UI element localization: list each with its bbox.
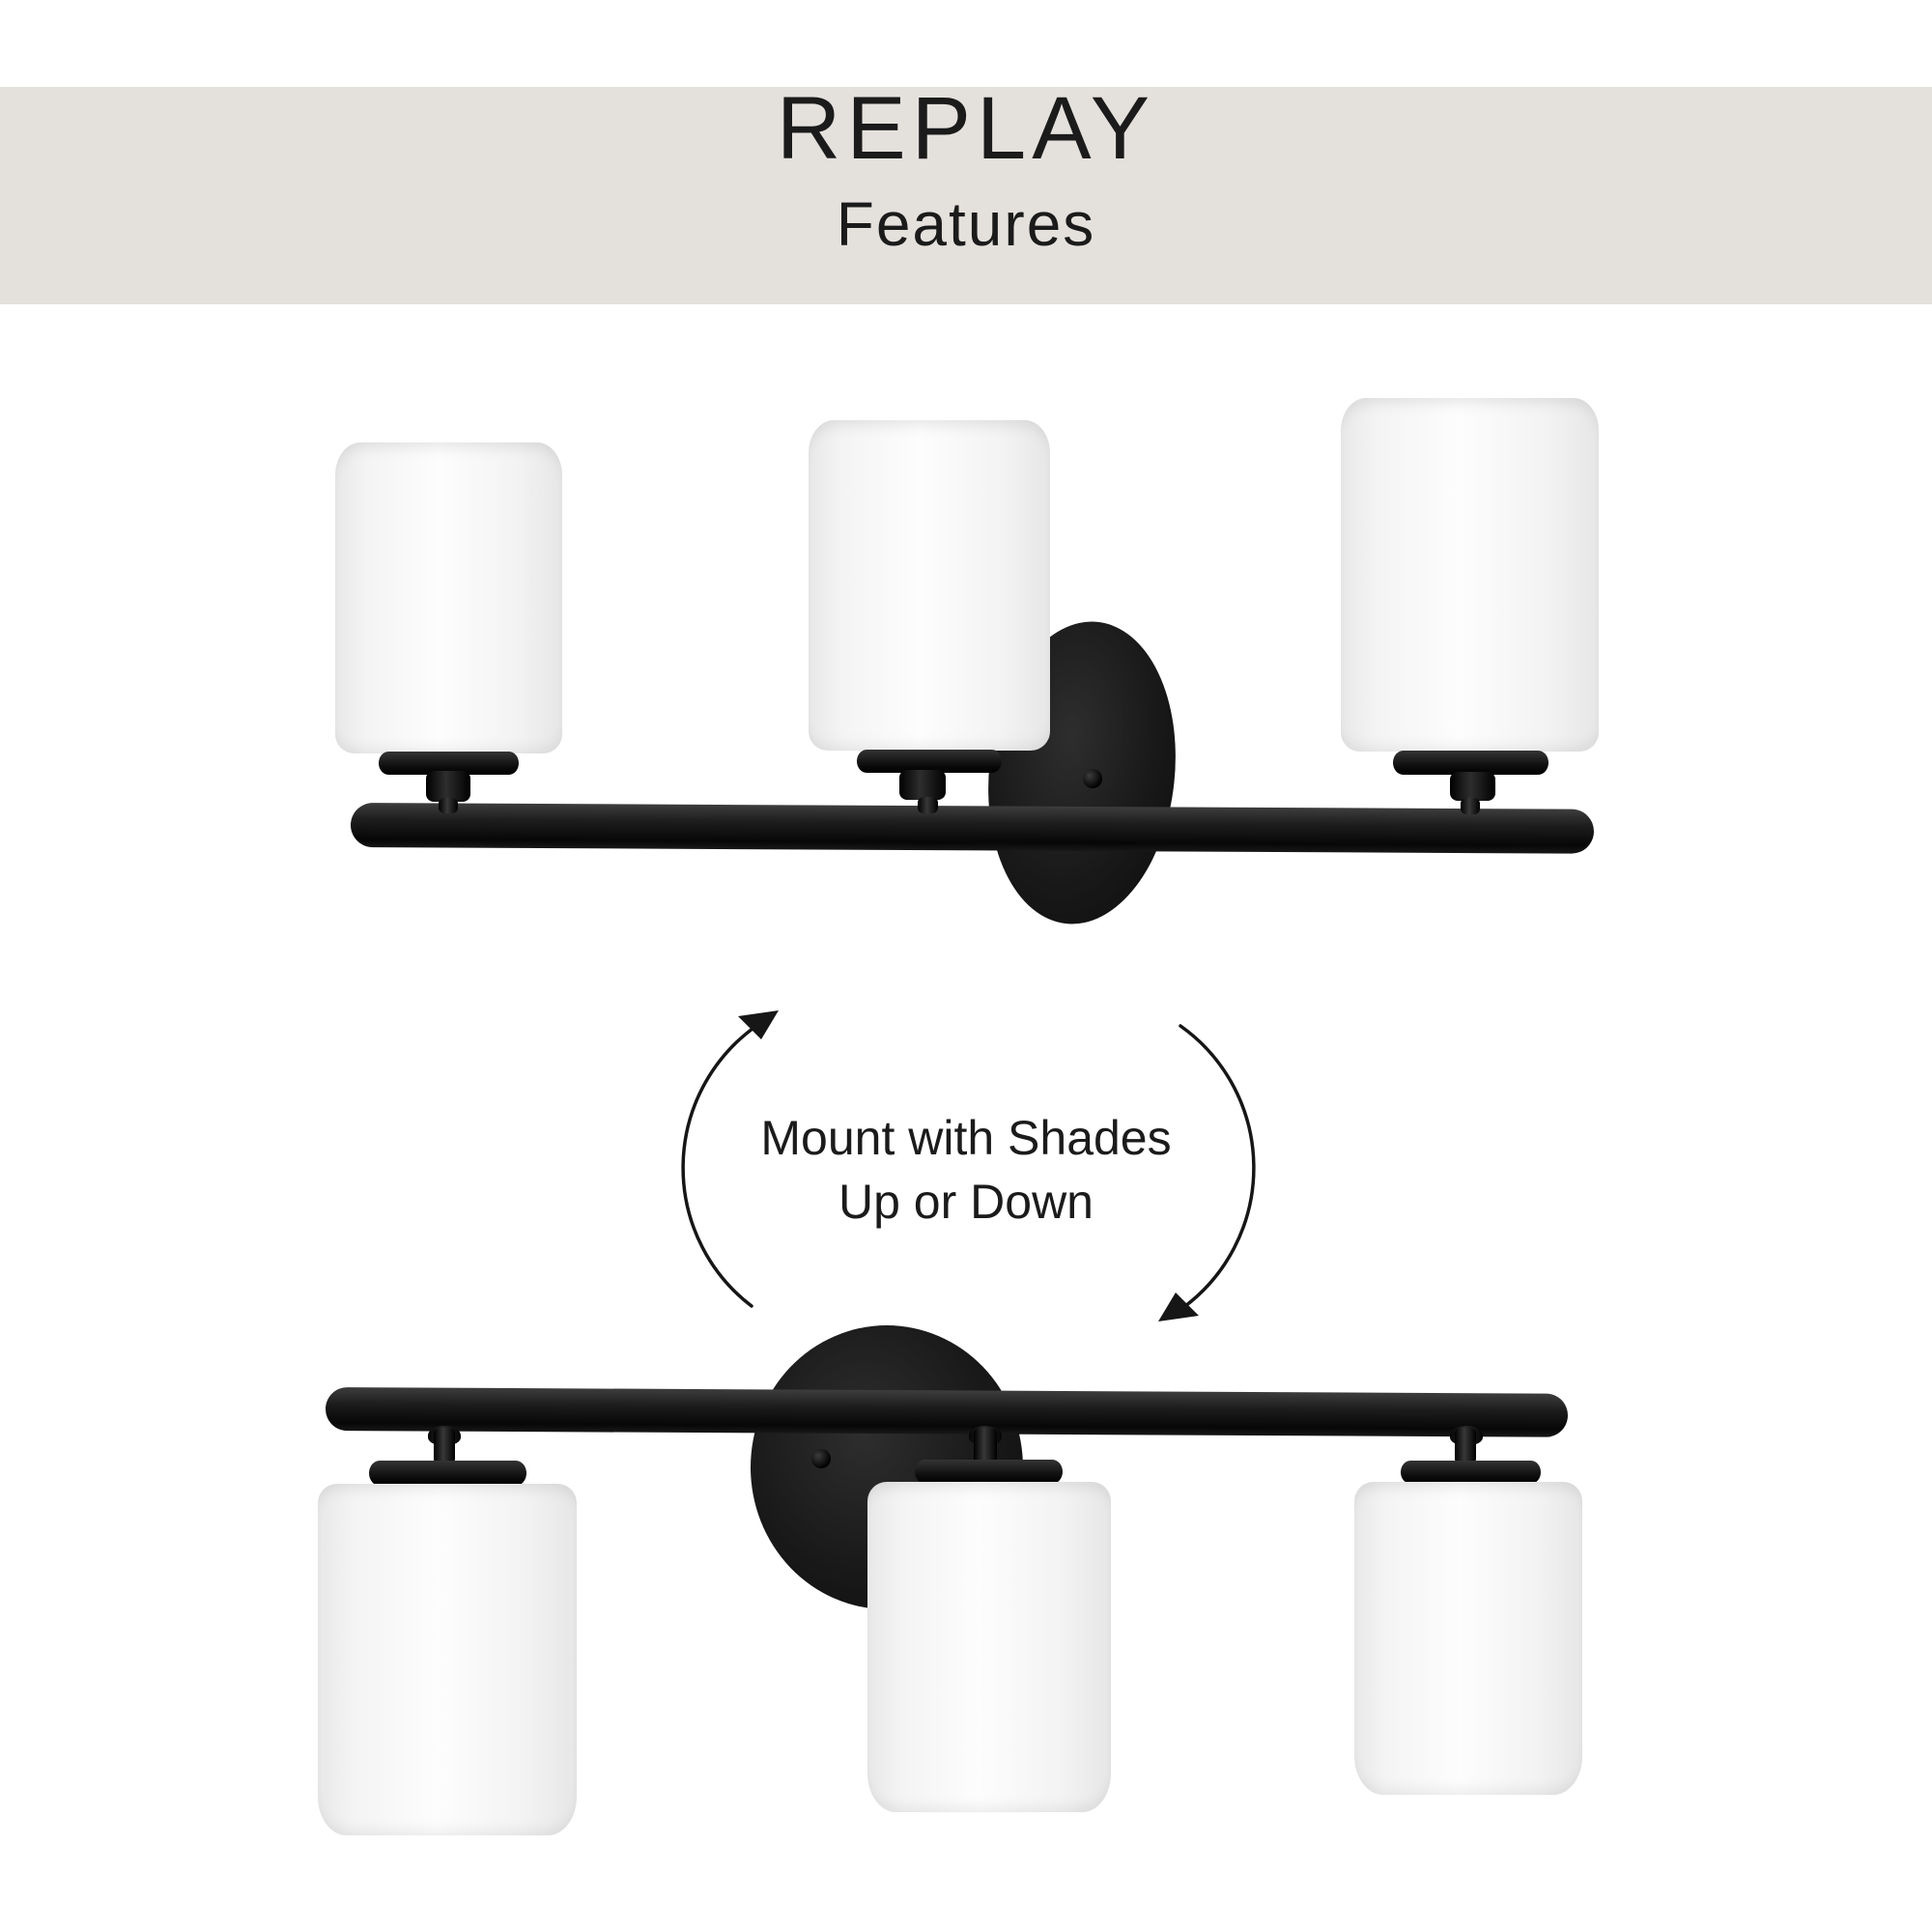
lamp-socket	[1393, 751, 1548, 775]
socket-neck	[1450, 772, 1495, 801]
lamp-socket	[1401, 1461, 1541, 1484]
lamp-stem	[918, 797, 938, 813]
lamp-socket	[915, 1460, 1063, 1484]
rotation-arc-right-icon	[1179, 1024, 1256, 1308]
glass-shade	[318, 1484, 577, 1835]
lamp-socket	[857, 750, 1002, 773]
mounting-screw	[1083, 769, 1102, 788]
rotation-arrowhead-down	[1158, 1293, 1199, 1321]
rotation-note-line2: Up or Down	[838, 1175, 1094, 1229]
header-band	[0, 87, 1932, 304]
glass-shade	[867, 1482, 1111, 1812]
lamp-stem	[1461, 798, 1480, 814]
lamp-stem	[974, 1428, 997, 1464]
socket-neck	[426, 771, 470, 802]
socket-neck	[899, 770, 946, 800]
fixture-bar	[325, 1387, 1569, 1437]
page-subtitle: Features	[836, 189, 1096, 259]
lamp-stem	[1455, 1428, 1476, 1464]
glass-shade	[1341, 398, 1599, 752]
lamp-stem	[434, 1428, 455, 1464]
glass-shade	[1354, 1482, 1582, 1795]
lamp-socket	[369, 1461, 526, 1486]
product-title: REPLAY	[776, 79, 1156, 178]
lamp-stem	[439, 798, 458, 813]
rotation-arrowhead-up	[738, 1010, 779, 1039]
mounting-screw	[811, 1449, 831, 1468]
glass-shade	[335, 442, 562, 753]
glass-shade	[809, 420, 1050, 751]
rotation-arc-left-icon	[681, 1024, 758, 1308]
rotation-note-line1: Mount with Shades	[760, 1111, 1172, 1165]
